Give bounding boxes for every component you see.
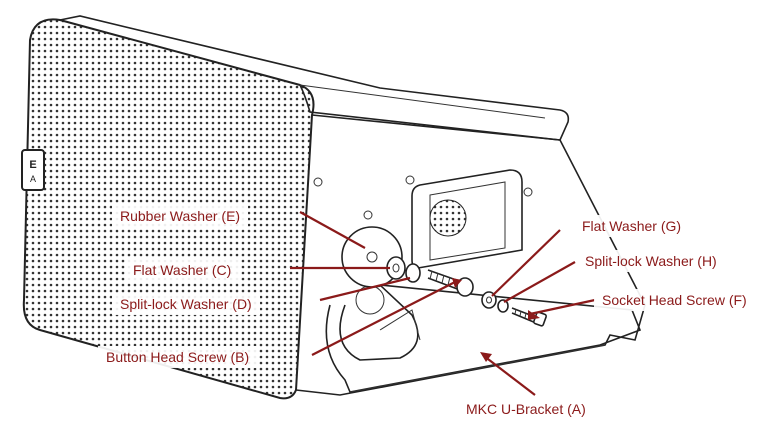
cabinet-screw xyxy=(405,175,415,185)
label-flat-washer-c: Flat Washer (C) xyxy=(125,259,240,281)
arrowhead xyxy=(480,352,492,362)
label-button-head-screw: Button Head Screw (B) xyxy=(98,346,258,368)
port-grille xyxy=(429,199,467,237)
label-split-lock-washer-d: Split-lock Washer (D) xyxy=(112,293,260,315)
arrowhead xyxy=(528,310,540,320)
cabinet-top xyxy=(59,15,570,141)
cabinet-screw xyxy=(523,187,533,197)
label-rubber-washer: Rubber Washer (E) xyxy=(112,205,249,227)
leader-flat-washer-g xyxy=(491,229,561,297)
leader-rubber-washer xyxy=(299,211,366,249)
label-split-lock-washer-h: Split-lock Washer (H) xyxy=(577,250,725,272)
svg-text:E: E xyxy=(29,159,36,171)
svg-text:A: A xyxy=(30,174,36,184)
leader-u-bracket xyxy=(483,355,536,396)
leader-socket-head-screw xyxy=(529,298,596,316)
cabinet-side xyxy=(295,114,646,396)
label-flat-washer-g: Flat Washer (G) xyxy=(574,215,690,237)
leader-split-lock-d xyxy=(319,276,411,302)
cabinet-screw xyxy=(313,177,323,187)
arrowhead xyxy=(452,278,462,288)
leader-split-lock-h xyxy=(503,261,576,303)
label-socket-head-screw: Socket Head Screw (F) xyxy=(594,289,755,311)
leader-button-head-screw xyxy=(311,281,456,356)
label-u-bracket: MKC U-Bracket (A) xyxy=(458,398,594,420)
cabinet-screw xyxy=(363,210,373,220)
cabinet-top-edge xyxy=(299,84,546,119)
brand-logo-badge xyxy=(21,149,45,191)
split-lock-washer-h-part xyxy=(497,299,509,313)
